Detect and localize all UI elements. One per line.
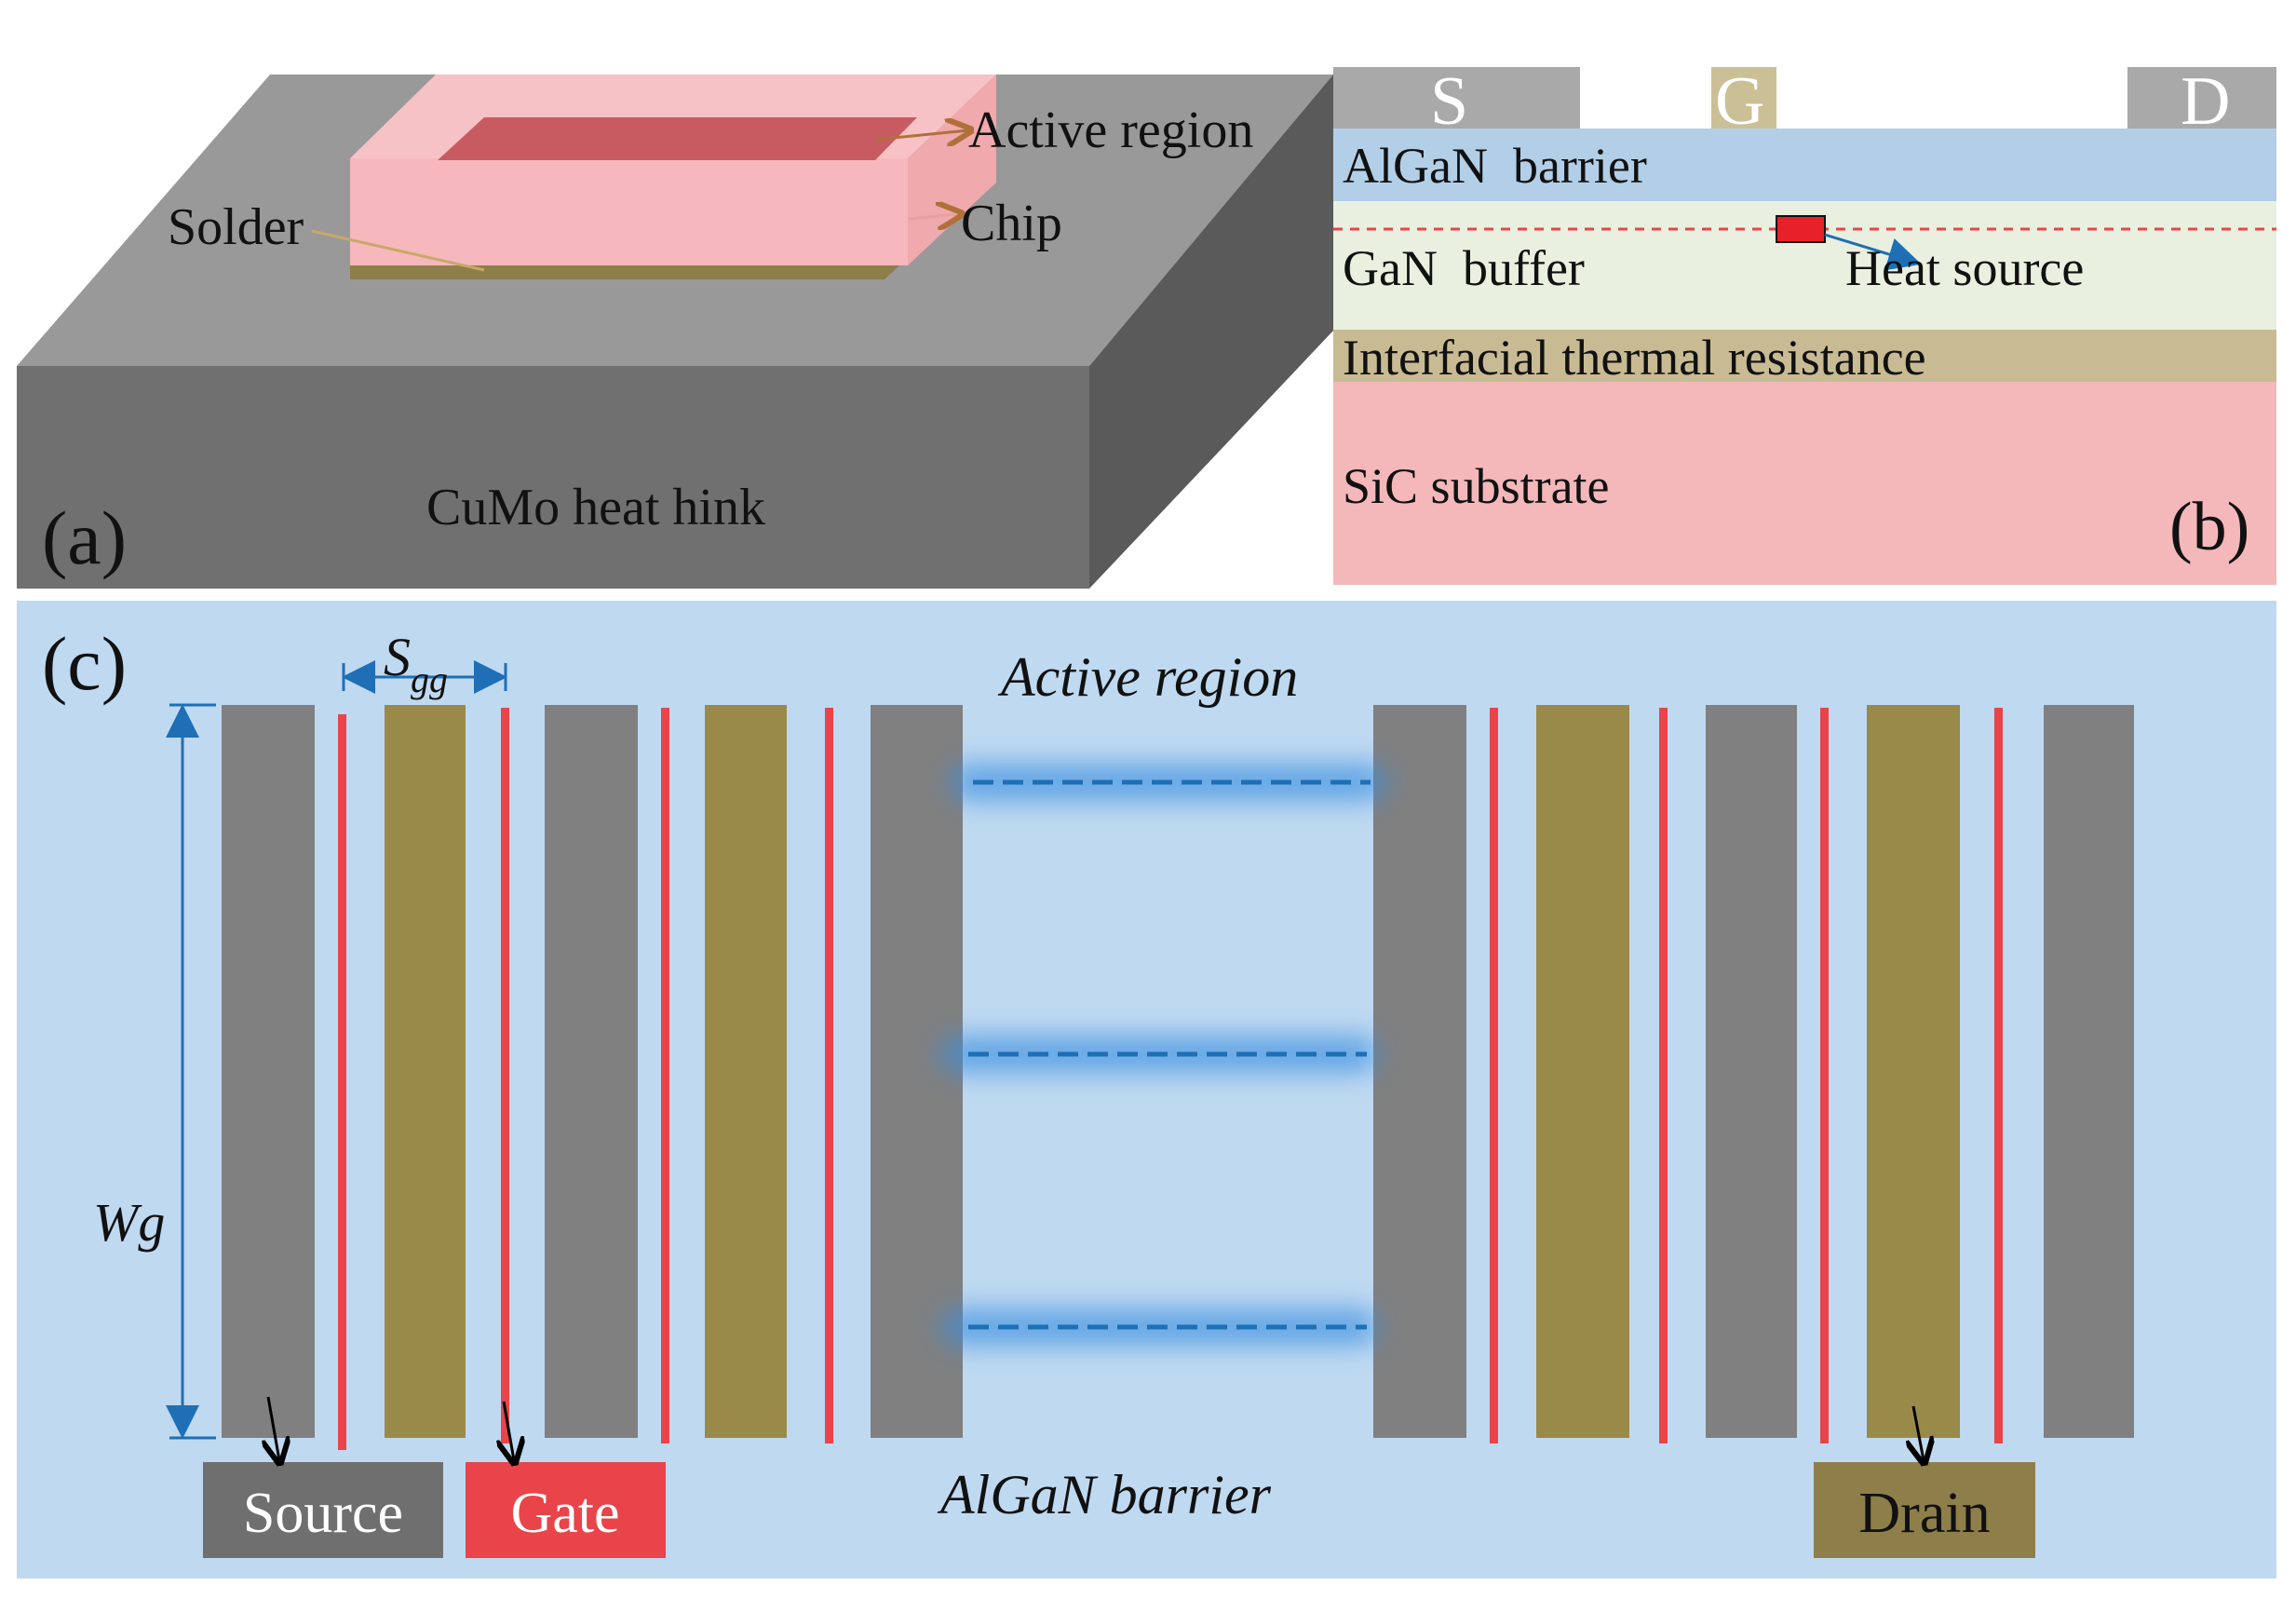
source-finger <box>1373 705 1466 1438</box>
heat-sink-front <box>17 366 1089 589</box>
source-finger <box>545 705 638 1438</box>
panel-b-label: (b) <box>2169 489 2249 565</box>
electrode-d <box>2127 67 2276 129</box>
source-finger <box>1706 705 1797 1438</box>
panel-a-label: (a) <box>42 495 127 580</box>
interface-layer <box>1333 330 2276 382</box>
buffer-label: GaN buffer <box>1343 240 1585 296</box>
source-pointer <box>268 1396 279 1460</box>
gate-line <box>501 708 509 1443</box>
drain-finger <box>385 705 466 1438</box>
gate-line <box>1820 708 1829 1443</box>
panel-c-label: (c) <box>42 621 127 706</box>
barrier-label: AlGaN barrier <box>1343 138 1647 194</box>
gate-legend-box <box>466 1462 666 1558</box>
gate-line <box>1659 708 1668 1443</box>
source-legend-label: Source <box>243 1482 403 1545</box>
drain-finger <box>705 705 787 1438</box>
heat-source-leader <box>1824 233 1922 271</box>
active-region-leader <box>874 130 968 140</box>
wg-label: Wg <box>93 1192 165 1253</box>
drain-legend-label: Drain <box>1858 1482 1990 1545</box>
panel-c: Sgg Wg (c) Active region AlGaN barrier S… <box>17 601 2276 1579</box>
panel-a: Active region Chip Solder CuMo heat hink… <box>17 75 1333 589</box>
gate-legend-label: Gate <box>510 1482 619 1545</box>
drain-legend-box <box>1814 1462 2035 1558</box>
heat-source-block <box>1776 215 1826 243</box>
gate-line <box>1994 708 2003 1443</box>
gate-line <box>825 708 833 1443</box>
source-finger <box>2044 705 2134 1438</box>
chip-label: Chip <box>961 195 1062 252</box>
drain-pointer <box>1913 1405 1924 1460</box>
substrate-label: SiC substrate <box>1343 458 1610 514</box>
electrode-g-label: G <box>1715 63 1764 140</box>
heat-sink-label: CuMo heat hink <box>426 479 765 536</box>
drain-finger <box>1536 705 1629 1438</box>
heat-source-label: Heat source <box>1845 240 2084 296</box>
barrier-layer <box>1333 129 2276 201</box>
substrate-layer <box>1333 382 2276 585</box>
drain-finger <box>1867 705 1960 1438</box>
chip-front <box>350 158 908 265</box>
electrode-d-label: D <box>2181 63 2230 140</box>
interface-label: Interfacial thermal resistance <box>1343 330 1926 386</box>
solder-leader <box>311 229 485 272</box>
gate-line <box>1490 708 1498 1443</box>
source-legend-box <box>203 1462 443 1558</box>
source-finger <box>222 705 315 1438</box>
active-region-title: Active region <box>997 646 1298 708</box>
sgg-label: Sgg <box>384 627 448 700</box>
panel-b: S G D AlGaN barrier GaN buffer Heat sour… <box>1333 63 2276 585</box>
electrode-s <box>1333 67 1580 129</box>
electrode-s-label: S <box>1430 63 1468 140</box>
active-region-label: Active region <box>968 102 1253 159</box>
heat-sink-side <box>1089 75 1333 589</box>
solder-label: Solder <box>168 198 304 256</box>
chip-leader <box>907 214 959 219</box>
electrode-g <box>1711 67 1776 129</box>
gate-line <box>661 708 669 1443</box>
gate-pointer <box>504 1401 514 1460</box>
gate-line <box>338 714 346 1450</box>
active-region-mark <box>438 117 917 160</box>
barrier-caption: AlGaN barrier <box>937 1464 1272 1525</box>
solder-layer <box>350 240 912 279</box>
